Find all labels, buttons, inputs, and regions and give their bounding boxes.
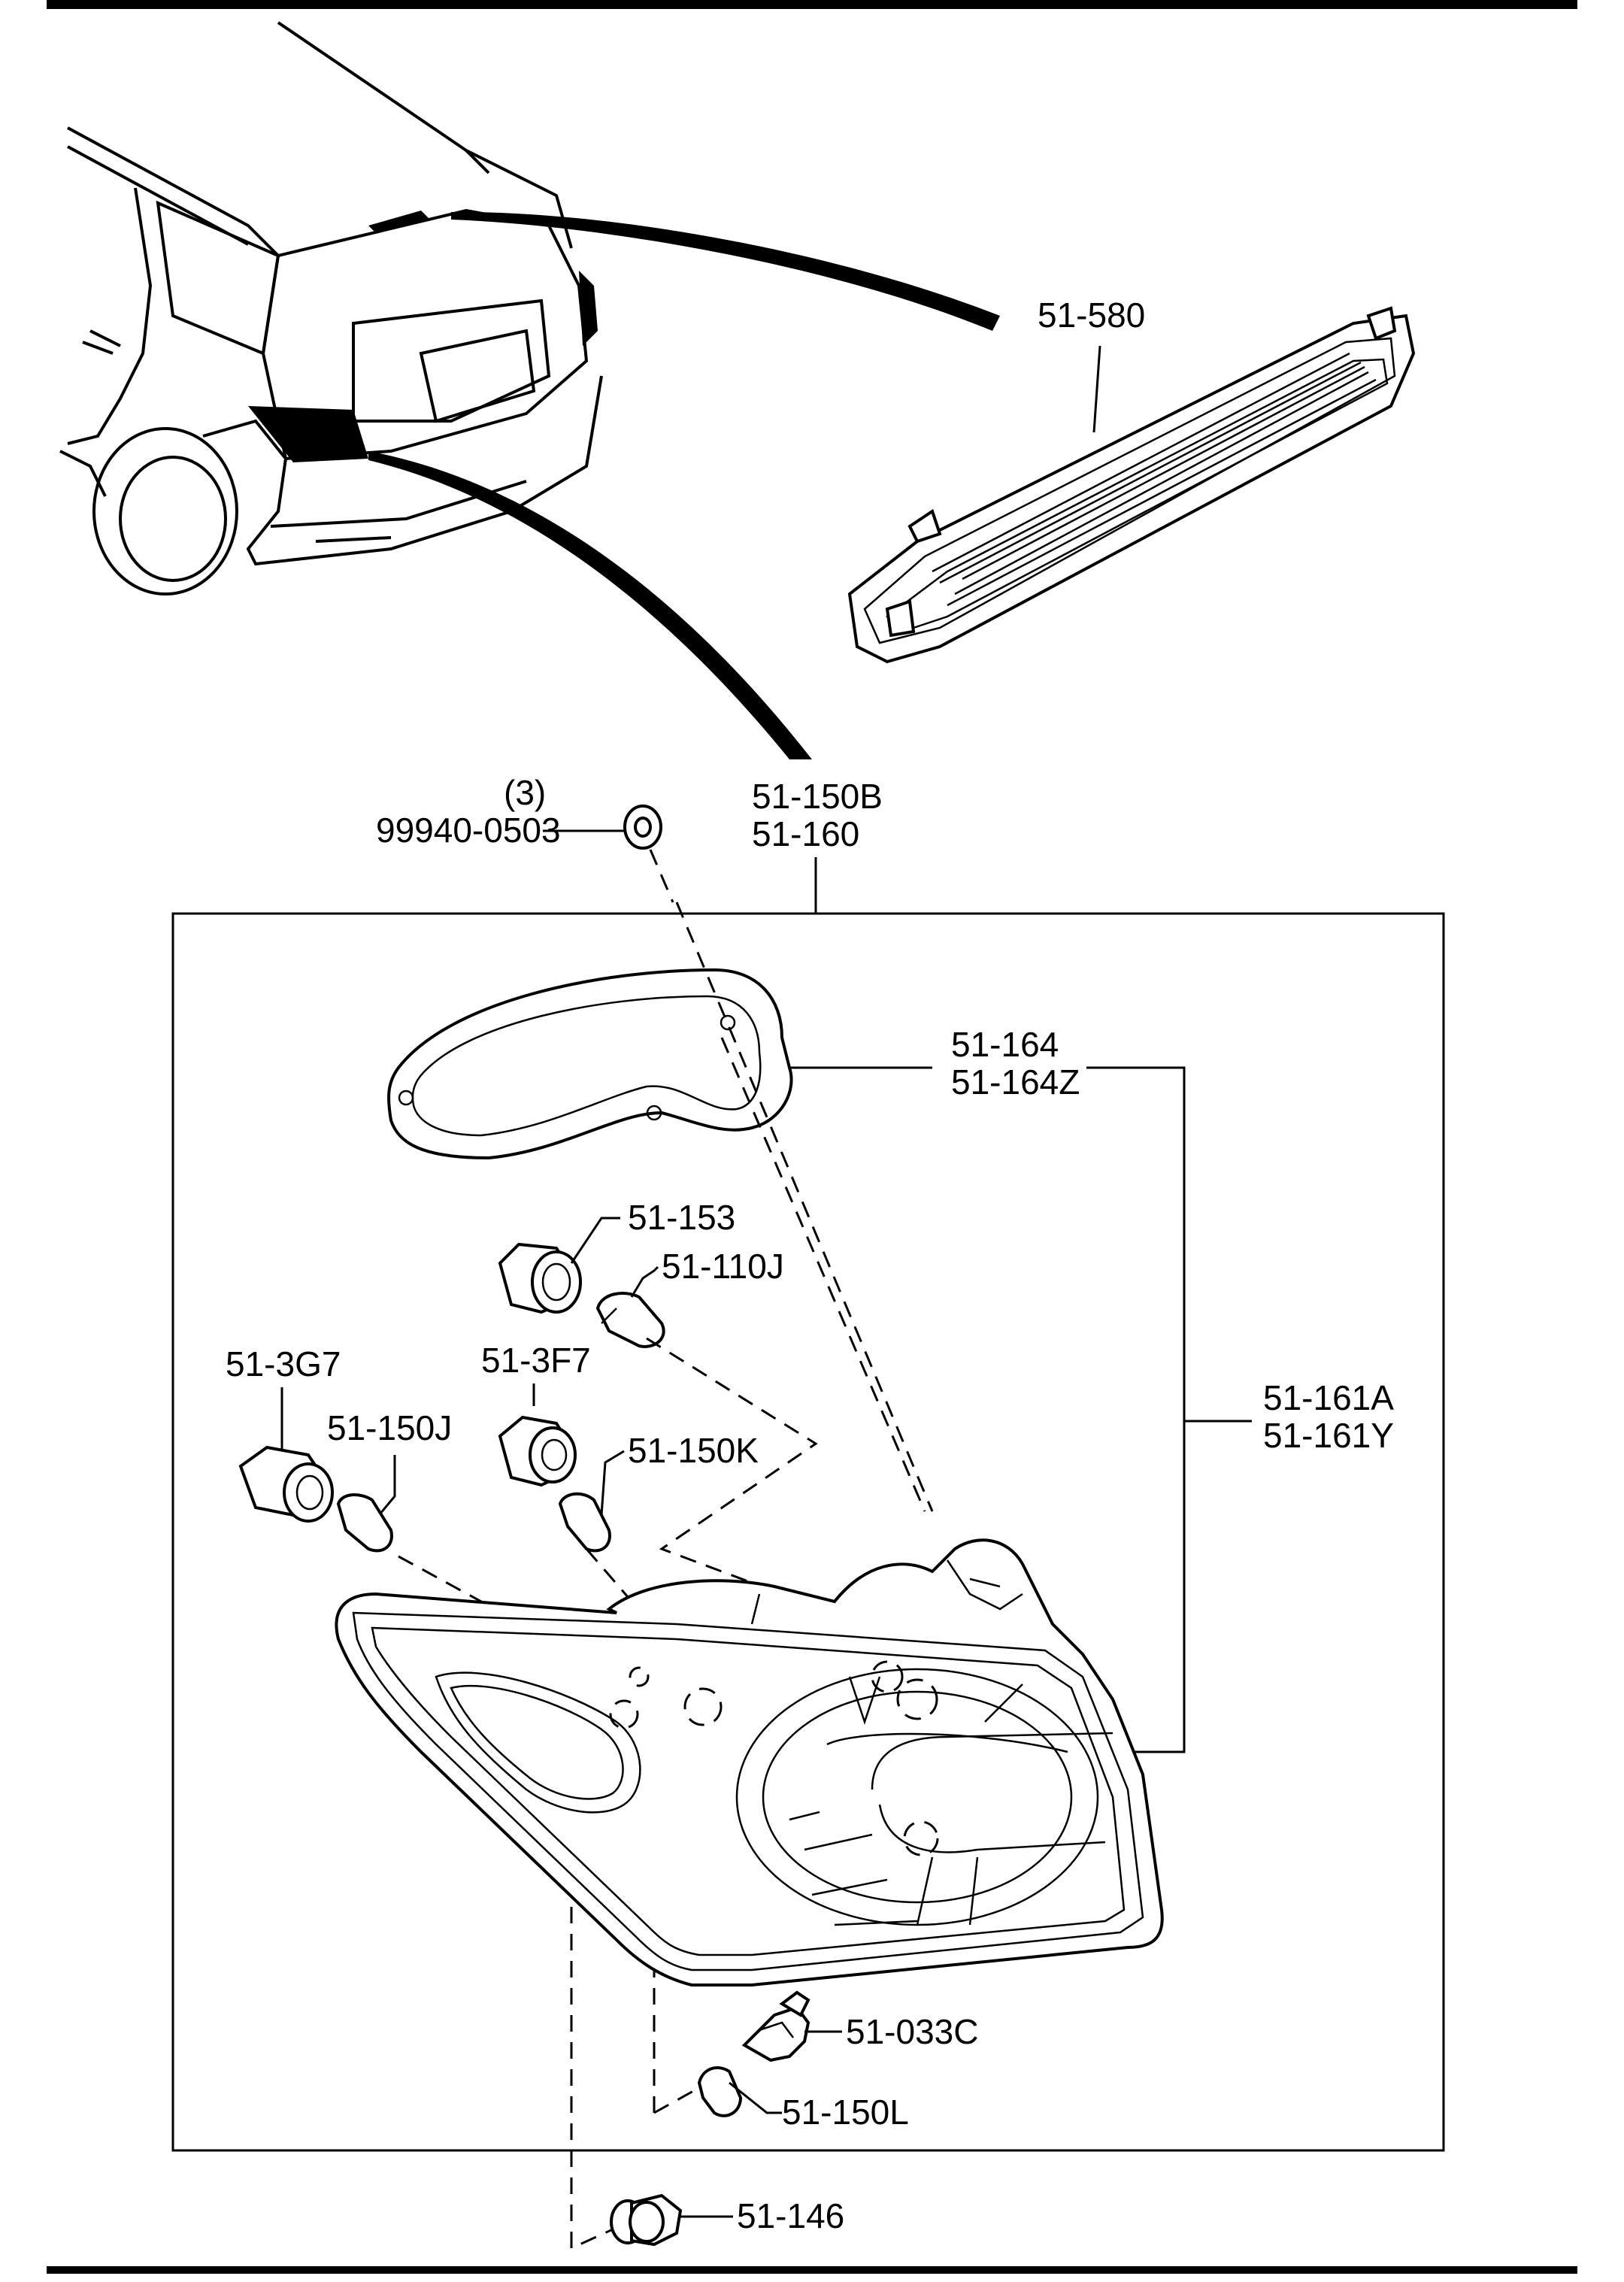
socket-51-3g7-icon <box>238 1445 334 1523</box>
clip-51-146-icon <box>610 2193 683 2247</box>
bulb-51-150j-callout-line <box>374 1455 396 1520</box>
callout-51-3f7: 51-3F7 <box>481 1341 591 1380</box>
stop-lamp-leader <box>451 211 1000 331</box>
bulb-51-150l-icon <box>697 2066 743 2117</box>
callout-51-164: 51-164 <box>951 1025 1059 1064</box>
callout-qty-3: (3) <box>504 773 546 812</box>
bottom-rule <box>47 2266 1577 2274</box>
callout-51-580: 51-580 <box>1038 295 1145 335</box>
callout-51-153: 51-153 <box>628 1198 735 1237</box>
callout-51-033c: 51-033C <box>846 2012 978 2051</box>
socket-51-153-callout-line <box>570 1217 620 1264</box>
callout-51-3g7: 51-3G7 <box>226 1344 341 1383</box>
tail-lamp-leader <box>368 451 812 759</box>
bulb-51-110j-callout-line <box>630 1265 659 1298</box>
grommet-dashed-path <box>649 849 674 903</box>
callout-51-161y: 51-161Y <box>1263 1416 1394 1455</box>
callout-51-150k: 51-150K <box>628 1431 759 1470</box>
high-mount-stop-lamp-icon <box>847 306 1416 664</box>
callout-51-150j: 51-150J <box>327 1408 452 1447</box>
callout-51-150b: 51-150B <box>752 777 883 816</box>
callout-51-164z: 51-164Z <box>951 1062 1080 1102</box>
callout-51-150l: 51-150L <box>782 2093 909 2132</box>
socket-51-3f7-icon <box>498 1415 577 1487</box>
callout-51-110j: 51-110J <box>662 1247 784 1286</box>
vehicle-stop-lamp-mark <box>368 211 429 233</box>
tail-lamp-housing-icon <box>335 1538 1164 1987</box>
stop-lamp-callout-line <box>1092 345 1101 433</box>
bulb-51-110j-icon <box>595 1292 665 1348</box>
lens-bracket-line <box>1086 1066 1186 1753</box>
callout-99940-0503: 99940-0503 <box>376 811 561 850</box>
assembly-frame <box>171 912 1445 2152</box>
bulb-51-150l-callout-line <box>729 2081 782 2114</box>
bulb-51-150k-icon <box>558 1492 611 1553</box>
callout-51-160: 51-160 <box>752 814 859 853</box>
callout-51-161a: 51-161A <box>1263 1378 1394 1417</box>
bulb-51-150j-icon <box>336 1493 393 1553</box>
top-rule <box>47 0 1577 9</box>
gasket-icon <box>387 968 793 1160</box>
vehicle-tail-lamp-mark <box>248 406 368 462</box>
grommet-icon <box>623 805 662 850</box>
vehicle-side-lamp-mark <box>579 271 598 346</box>
socket-51-153-icon <box>498 1242 582 1314</box>
socket-51-033c-icon <box>741 1990 810 2062</box>
callout-51-146: 51-146 <box>737 2196 844 2235</box>
bulb-51-150k-callout-line <box>600 1450 625 1516</box>
